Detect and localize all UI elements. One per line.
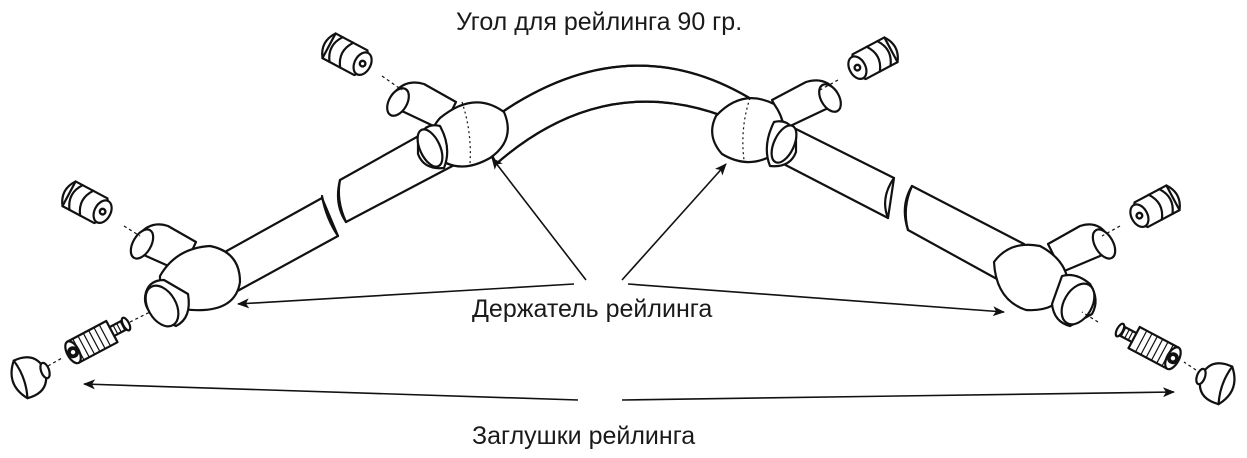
holder-label: Держатель рейлинга [472, 295, 713, 323]
plug-upper-right [842, 33, 904, 85]
plug-lower-left [56, 177, 118, 229]
screw-right [1110, 316, 1185, 373]
caps-label: Заглушки рейлинга [472, 422, 696, 450]
plug-lower-right [1124, 181, 1186, 233]
holder-upper-right [711, 79, 842, 168]
holder-arrows [237, 157, 1005, 317]
plug-upper-left [316, 29, 378, 81]
cap-left [5, 349, 57, 403]
holder-upper-left [386, 81, 509, 170]
screw-left [61, 310, 136, 367]
cap-arrows [83, 379, 1175, 401]
right-rail [770, 118, 1026, 286]
corner-label: Угол для рейлинга 90 гр. [456, 8, 743, 36]
cap-right [1189, 355, 1241, 409]
holder-lower-left [129, 223, 242, 328]
